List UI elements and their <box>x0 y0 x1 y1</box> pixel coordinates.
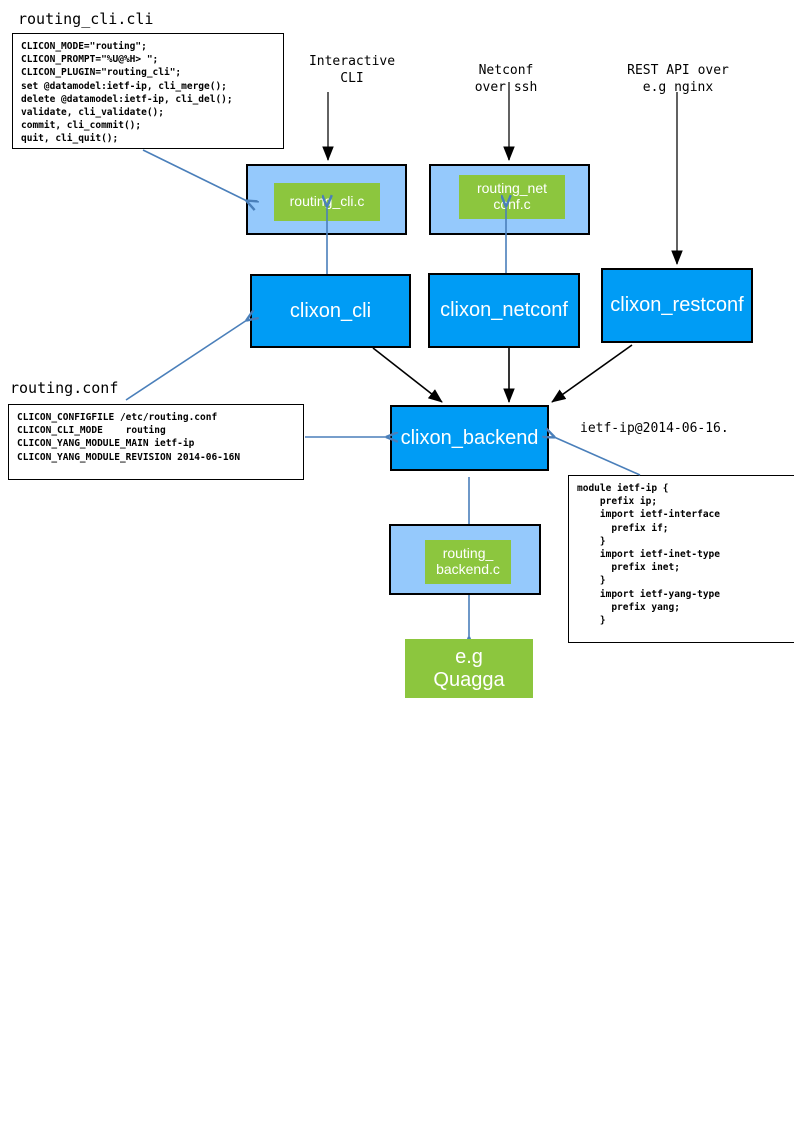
arrow-conf-to-clixon-cli <box>125 320 247 401</box>
external-box-quagga[interactable]: e.g Quagga <box>405 639 533 698</box>
plugin-box-routing-backend-c[interactable]: routing_ backend.c <box>425 540 511 584</box>
plugin-label-routing-netconf-c: routing_net conf.c <box>476 180 548 212</box>
process-box-clixon-netconf[interactable]: clixon_netconf <box>428 273 580 348</box>
process-label-clixon-netconf: clixon_netconf <box>440 299 568 322</box>
arrow-yang-to-clixon-backend <box>554 437 641 476</box>
entry-caption-restconf: REST API over e.g nginx <box>627 63 729 95</box>
process-box-clixon-backend[interactable]: clixon_backend <box>390 405 549 471</box>
plugin-box-routing-cli-c[interactable]: routing_cli.c <box>274 183 380 221</box>
arrow-clixon-restconf-to-backend <box>551 344 633 403</box>
plugin-container-netconf: routing_net conf.c <box>429 164 590 235</box>
plugin-container-backend: routing_ backend.c <box>389 524 541 595</box>
cli-spec-file-title: routing_cli.cli <box>18 10 154 28</box>
plugin-container-cli: routing_cli.c <box>246 164 407 235</box>
external-label-quagga: e.g Quagga <box>433 646 505 691</box>
process-label-clixon-backend: clixon_backend <box>400 426 539 449</box>
process-label-clixon-restconf: clixon_restconf <box>610 294 744 317</box>
process-label-clixon-cli: clixon_cli <box>289 299 372 322</box>
plugin-label-routing-backend-c: routing_ backend.c <box>436 545 500 577</box>
entry-caption-netconf: Netconf over ssh <box>474 63 538 95</box>
arrow-clixon-cli-to-backend <box>372 347 443 403</box>
process-box-clixon-restconf[interactable]: clixon_restconf <box>601 268 753 343</box>
conf-code-box: CLICON_CONFIGFILE /etc/routing.conf CLIC… <box>8 404 304 480</box>
yang-code-box: module ietf-ip { prefix ip; import ietf-… <box>568 475 794 643</box>
plugin-box-routing-netconf-c[interactable]: routing_net conf.c <box>459 175 565 219</box>
plugin-label-routing-cli-c: routing_cli.c <box>289 193 365 210</box>
conf-file-title: routing.conf <box>10 379 119 397</box>
process-box-clixon-cli[interactable]: clixon_cli <box>250 274 411 348</box>
yang-file-title: ietf-ip@2014-06-16. <box>580 421 729 436</box>
entry-caption-cli: Interactive CLI <box>308 54 396 86</box>
arrow-cli-spec-to-plugin <box>142 149 247 201</box>
cli-spec-code-box: CLICON_MODE="routing"; CLICON_PROMPT="%U… <box>12 33 284 149</box>
